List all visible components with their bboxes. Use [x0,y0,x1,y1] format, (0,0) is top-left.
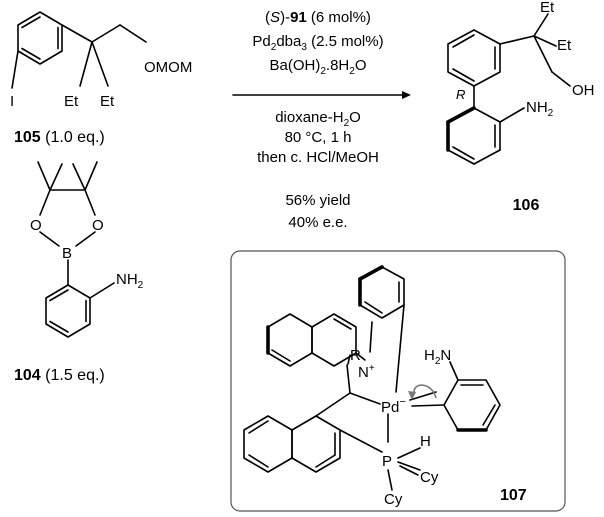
ethyl-label: Et [540,0,555,16]
h2n-label: H2N [424,347,451,367]
complex-107-box [230,250,566,512]
compound-106-structure [446,13,571,165]
nitrogen-plus-label: N+ [358,363,375,381]
omom-label: OMOM [144,59,192,76]
phosphorus-label: P [382,453,392,470]
compound-105-structure [11,11,147,89]
boron-label: B [62,245,72,262]
ethyl-label: Et [64,93,79,110]
pd-source-text: Pd2dba3 (2.5 mol%) [252,33,383,53]
solvent-text: dioxane-H2O [275,109,361,129]
iodine-label: I [10,93,14,110]
compound-107-label: 107 [500,487,527,504]
compound-105-label: 105 (1.0 eq.) [14,129,105,146]
amine-label: NH2 [116,271,144,291]
ethyl-label: Et [100,93,115,110]
temperature-text: 80 °C, 1 h [285,129,352,146]
compound-104-label: 104 (1.5 eq.) [14,367,105,384]
cyclohexyl-label: Cy [384,491,403,508]
stereo-descriptor: R [350,347,361,364]
ethyl-label: Et [557,37,572,54]
ee-text: 40% e.e. [288,214,347,231]
yield-text: 56% yield [285,192,350,209]
catalyst-text: (S)-91 (6 mol%) [265,9,371,26]
compound-104-structure [37,161,115,338]
reaction-arrow [232,91,411,99]
base-text: Ba(OH)2.8H2O [270,57,367,77]
palladium-label: Pd− [381,396,406,416]
workup-text: then c. HCl/MeOH [257,149,379,166]
hydrogen-label: H [420,433,431,450]
boronate-oxygen-label: O [30,217,42,234]
compound-106-label: 106 [513,197,540,214]
complex-107-structure [243,265,501,491]
stereo-descriptor: R [456,87,465,102]
amine-label: NH2 [526,99,554,119]
boronate-oxygen-label: O [92,217,104,234]
cyclohexyl-label: Cy [420,469,439,486]
hydroxyl-label: OH [572,82,595,99]
